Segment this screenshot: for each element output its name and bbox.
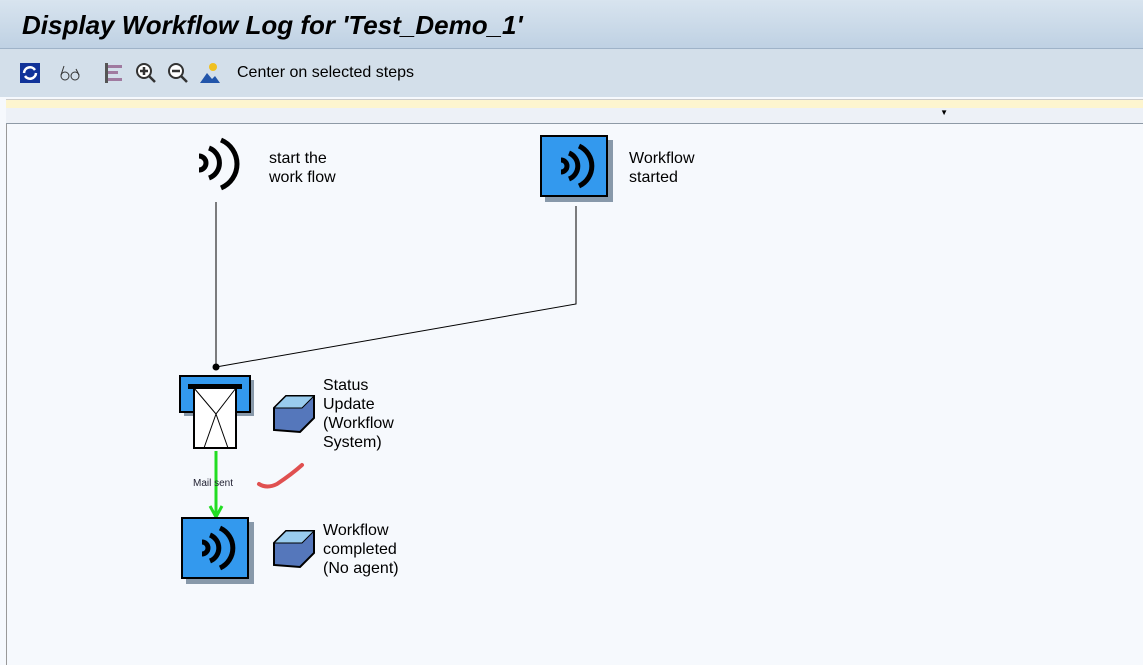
- toolbar: Center on selected steps: [0, 49, 1143, 97]
- check-mark-icon: [257, 463, 304, 489]
- page-title: Display Workflow Log for 'Test_Demo_1': [22, 10, 523, 40]
- node-start-label[interactable]: start the work flow: [269, 149, 336, 187]
- agent-box-icon: [272, 395, 316, 434]
- center-selected-steps-button[interactable]: Center on selected steps: [237, 64, 414, 81]
- event-waves-icon: [198, 137, 240, 191]
- workflow-graph: start the work flow Workflow started Statu…: [6, 124, 1143, 665]
- node-started-label[interactable]: Workflow started: [629, 149, 695, 187]
- title-bar: Display Workflow Log for 'Test_Demo_1': [0, 0, 1143, 49]
- label-line: started: [629, 169, 678, 186]
- label-line: Update: [323, 396, 375, 413]
- dropdown-caret-icon[interactable]: ▼: [940, 108, 948, 117]
- label-line: Workflow: [629, 150, 695, 167]
- workflow-completed-icon: [181, 517, 254, 584]
- label-line: completed: [323, 541, 397, 558]
- label-line: Status: [323, 377, 369, 394]
- header-strip: ▼: [6, 108, 1143, 124]
- label-line: Workflow: [323, 522, 389, 539]
- send-mail-step-icon: [179, 375, 254, 449]
- zoom-out-icon[interactable]: [166, 61, 190, 85]
- label-line: work flow: [269, 169, 336, 186]
- node-completed-label[interactable]: Workflow completed (No agent): [323, 521, 399, 578]
- label-line: System): [323, 434, 382, 451]
- join-dot: [212, 363, 220, 371]
- label-line: start the: [269, 150, 327, 167]
- glasses-icon[interactable]: [58, 61, 82, 85]
- refresh-icon[interactable]: [18, 61, 42, 85]
- agent-box-icon: [272, 530, 316, 569]
- zoom-in-icon[interactable]: [134, 61, 158, 85]
- edge-label-mail-sent: Mail sent: [193, 478, 234, 489]
- label-line: (Workflow: [323, 415, 394, 432]
- graph-lines: [179, 135, 613, 584]
- label-line: (No agent): [323, 560, 399, 577]
- edge-started-status: [215, 206, 577, 368]
- workflow-started-icon: [540, 135, 613, 202]
- info-bar: [6, 99, 1143, 109]
- person-icon[interactable]: [198, 61, 222, 85]
- tree-icon[interactable]: [102, 61, 126, 85]
